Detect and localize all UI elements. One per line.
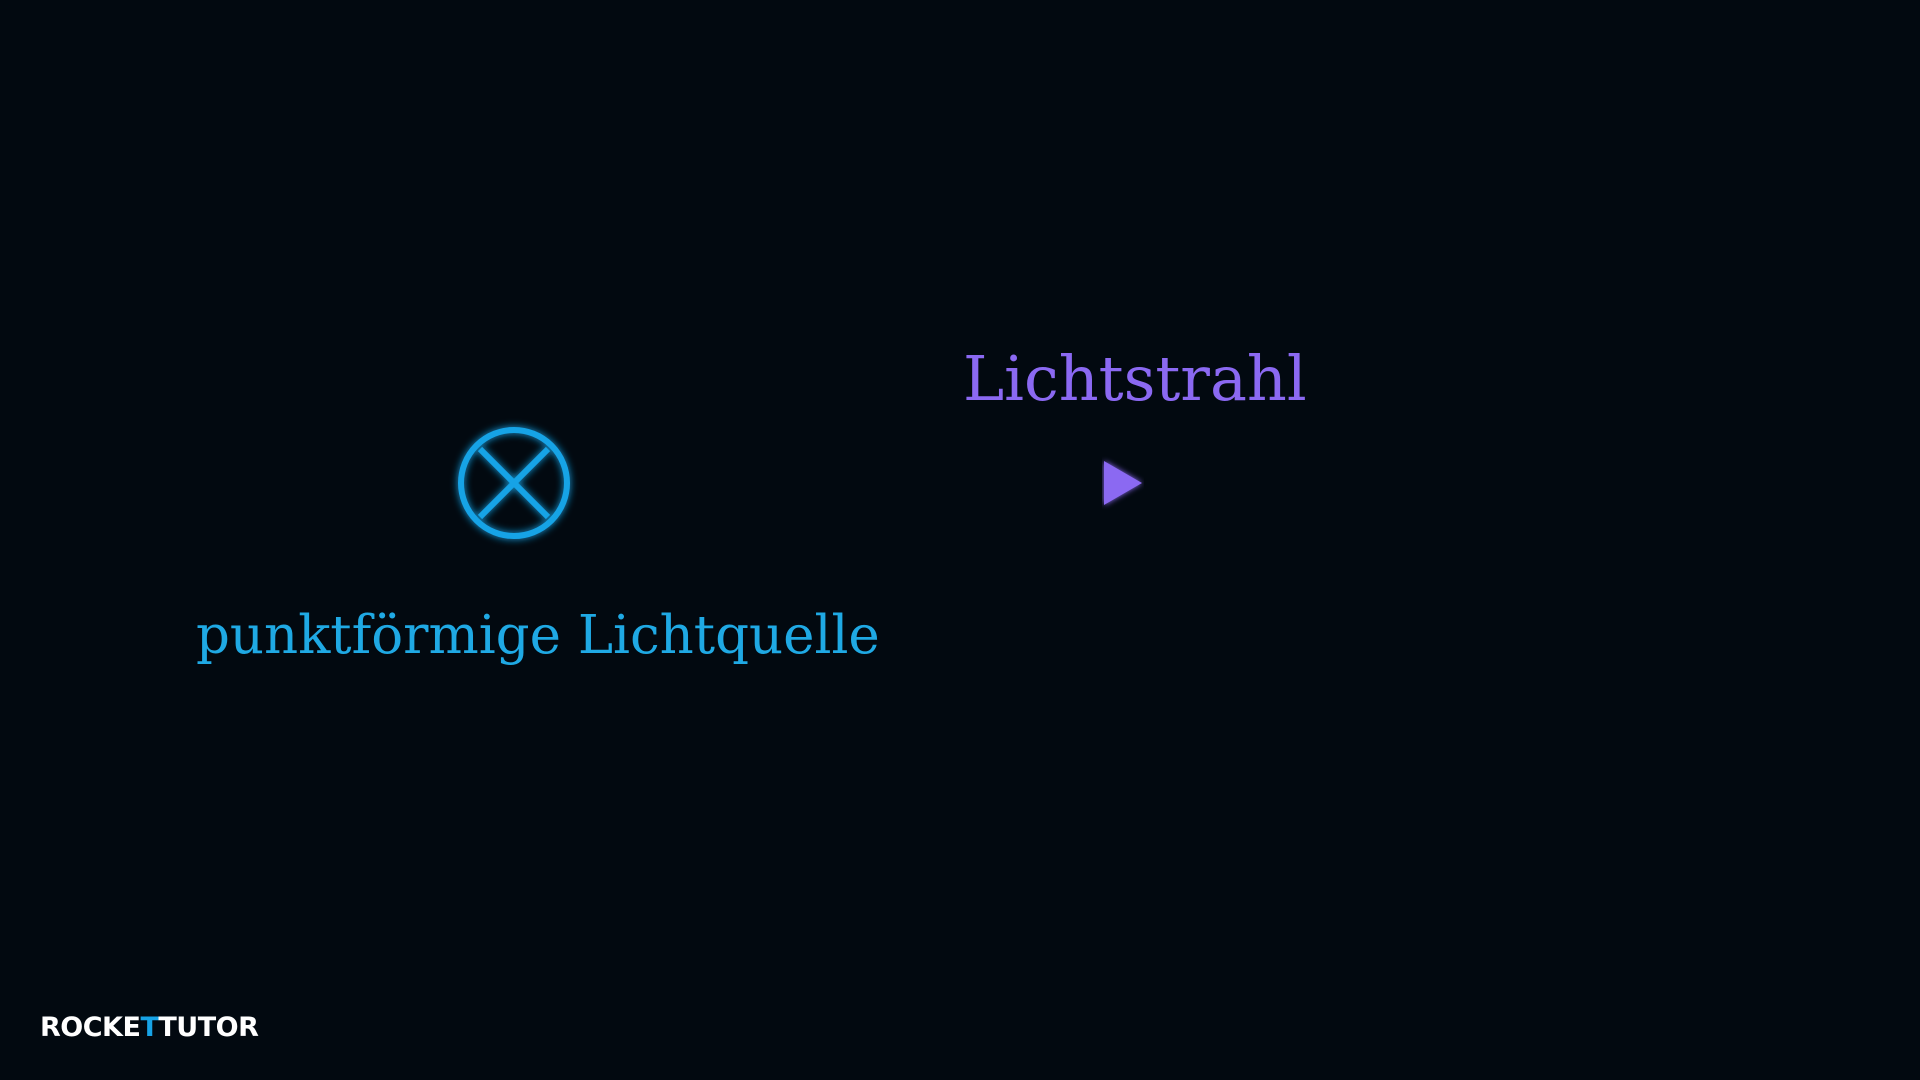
arrowhead-right-icon — [1104, 461, 1142, 505]
logo-text-part2: TUTO — [158, 1011, 239, 1043]
ray-label: Lichtstrahl — [963, 342, 1307, 415]
logo-text-part1: ROCKE — [40, 1011, 141, 1043]
logo-cross: T — [140, 1011, 159, 1043]
circled-x-light-source-icon — [458, 427, 570, 539]
light-source-label: punktförmige Lichtquelle — [196, 605, 880, 666]
logo-text-part3: R — [238, 1011, 259, 1043]
